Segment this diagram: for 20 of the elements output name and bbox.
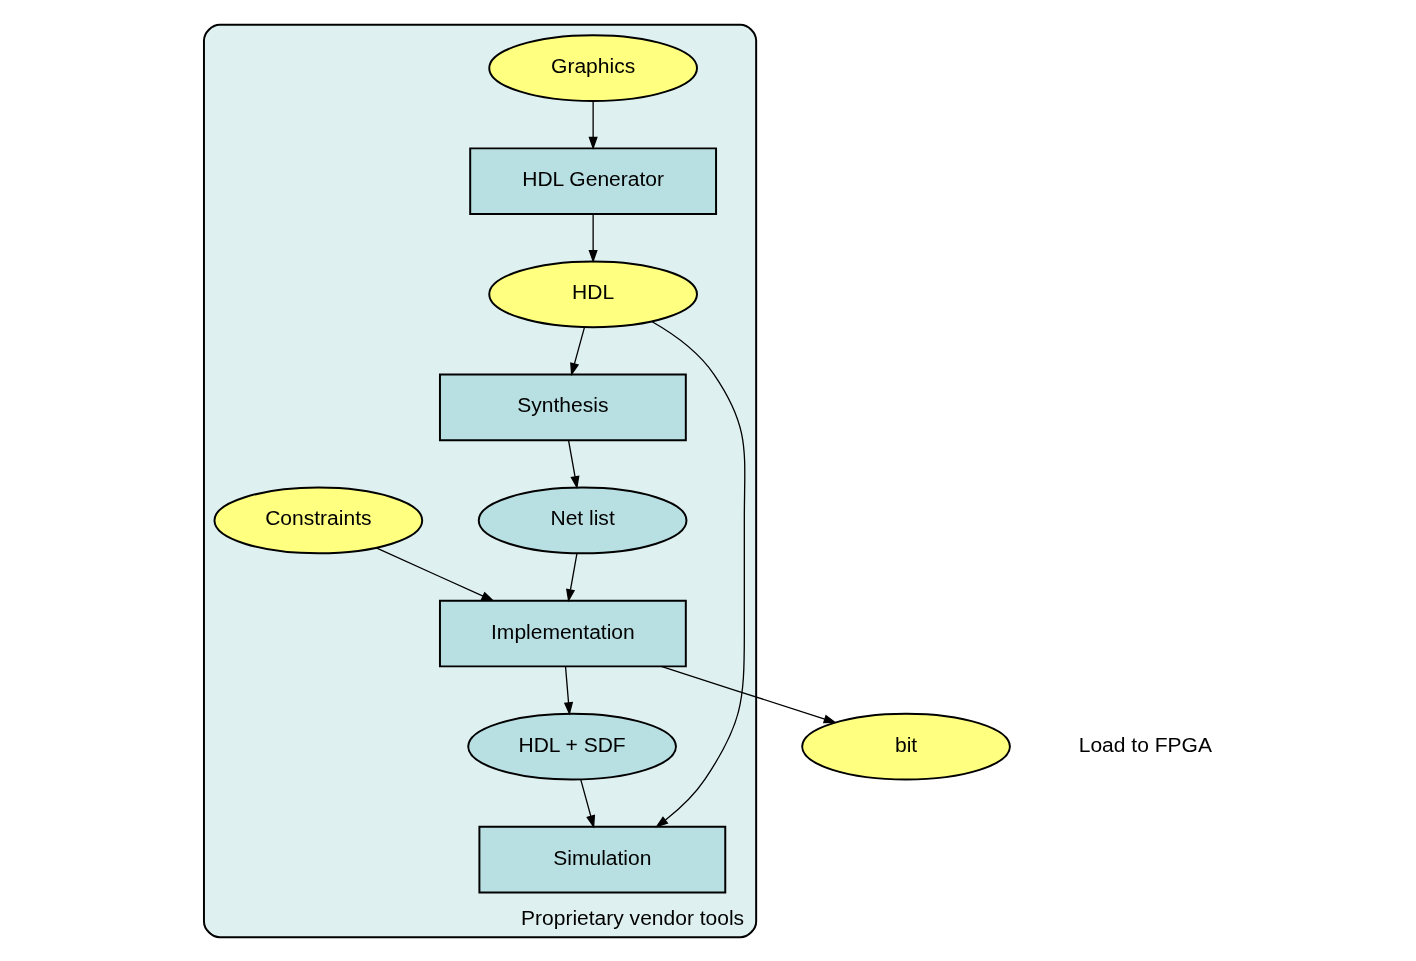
arrow	[588, 100, 598, 150]
arrow	[650, 320, 745, 828]
arrow	[579, 778, 595, 828]
node-ellipse: Graphics	[487, 33, 698, 102]
node-box: Implementation	[438, 599, 687, 667]
node-ellipse: Constraints	[213, 486, 423, 554]
node-ellipse: HDL	[487, 259, 698, 328]
node-ellipse: Net list	[477, 486, 687, 554]
arrow	[588, 213, 598, 263]
arrow	[569, 326, 585, 376]
arrow	[660, 665, 837, 723]
arrow	[563, 665, 573, 715]
arrow	[375, 546, 494, 601]
node-label: Load to FPGA	[1078, 732, 1212, 756]
node-box: HDL Generator	[468, 146, 717, 215]
node-box: Synthesis	[438, 373, 687, 441]
node-box: Simulation	[477, 825, 726, 893]
node-ellipse: HDL + SDF	[466, 712, 677, 780]
arrow	[567, 439, 579, 489]
arrow	[565, 552, 578, 602]
